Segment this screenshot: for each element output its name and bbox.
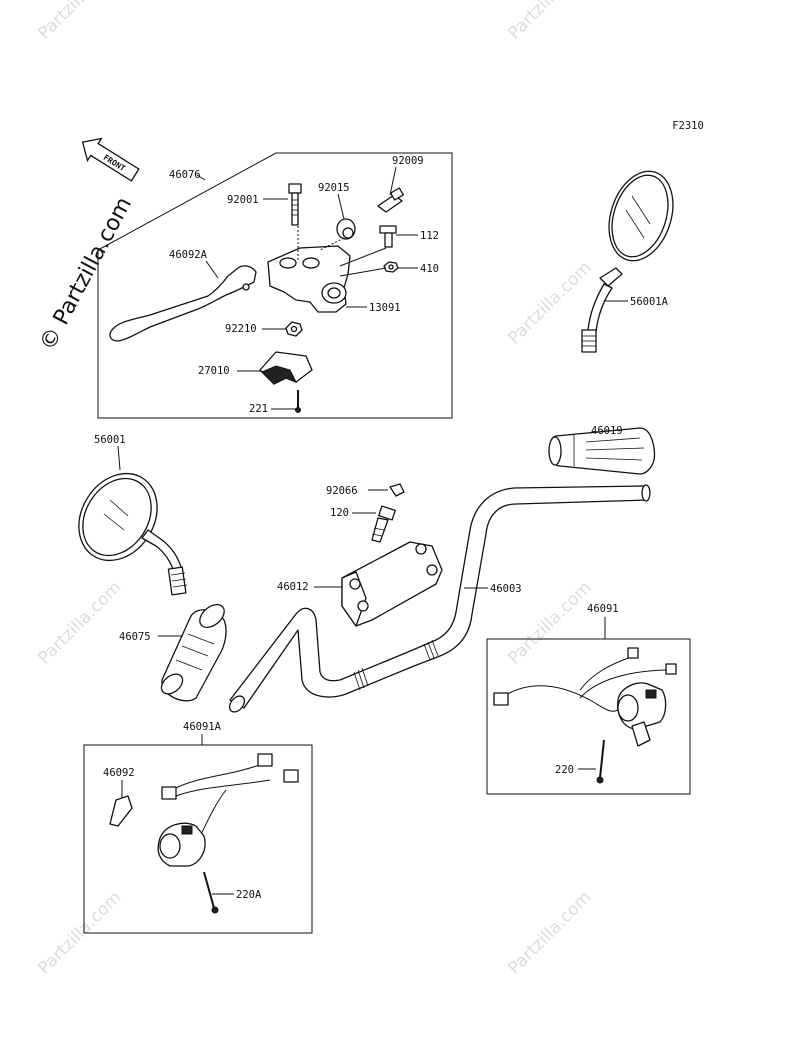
nut-410 — [383, 261, 399, 273]
adjuster-92009 — [377, 187, 404, 213]
label-112: 112 — [420, 230, 439, 242]
screw-220A — [203, 871, 219, 914]
label-410: 410 — [420, 263, 439, 275]
watermark-text: Partzilla.com — [34, 577, 125, 668]
label-120: 120 — [330, 507, 349, 519]
label-46092: 46092 — [103, 767, 135, 779]
left-handlebar-switch — [109, 753, 299, 867]
label-46092A: 46092A — [169, 249, 208, 261]
bolt-120 — [371, 505, 396, 543]
nut-92066 — [389, 483, 405, 497]
lever-holder — [267, 245, 351, 313]
label-92210: 92210 — [225, 323, 257, 335]
label-46076: 46076 — [169, 169, 201, 181]
screw-220 — [596, 739, 605, 784]
label-221: 221 — [249, 403, 268, 415]
label-46091A: 46091A — [183, 721, 222, 733]
left-mirror — [78, 472, 188, 596]
front-arrow-icon: FRONT — [81, 137, 140, 182]
handlebar-holder — [341, 541, 443, 627]
left-grip — [160, 604, 227, 702]
label-92066: 92066 — [326, 485, 358, 497]
clutch-lever — [109, 265, 257, 342]
watermark-text: Partzilla.com — [504, 0, 595, 44]
label-92009: 92009 — [392, 155, 424, 167]
label-92001: 92001 — [227, 194, 259, 206]
watermark-text: Partzilla.com — [34, 0, 125, 44]
bolt-92001 — [288, 183, 302, 226]
nut-92015 — [336, 218, 356, 240]
screw-112 — [379, 225, 397, 248]
screw-221 — [295, 390, 301, 413]
label-46019: 46019 — [591, 425, 623, 437]
label-27010: 27010 — [198, 365, 230, 377]
label-220A: 220A — [236, 889, 262, 901]
label-56001: 56001 — [94, 434, 126, 446]
label-46075: 46075 — [119, 631, 151, 643]
handlebar — [228, 484, 651, 713]
lever-assembly-box — [97, 152, 453, 419]
right-handlebar-switch — [493, 647, 677, 747]
label-46003: 46003 — [490, 583, 522, 595]
figure-code: F2310 — [672, 120, 704, 132]
label-13091: 13091 — [369, 302, 401, 314]
label-92015: 92015 — [318, 182, 350, 194]
nut-92210 — [285, 321, 303, 337]
right-mirror — [581, 170, 674, 353]
label-220: 220 — [555, 764, 574, 776]
label-46012: 46012 — [277, 581, 309, 593]
right-grip — [548, 427, 656, 475]
left-switch-box — [83, 744, 313, 934]
label-56001A: 56001A — [630, 296, 669, 308]
right-switch-box — [486, 638, 691, 795]
switch-27010 — [259, 351, 313, 385]
watermark-text: Partzilla.com — [504, 887, 595, 978]
label-46091: 46091 — [587, 603, 619, 615]
